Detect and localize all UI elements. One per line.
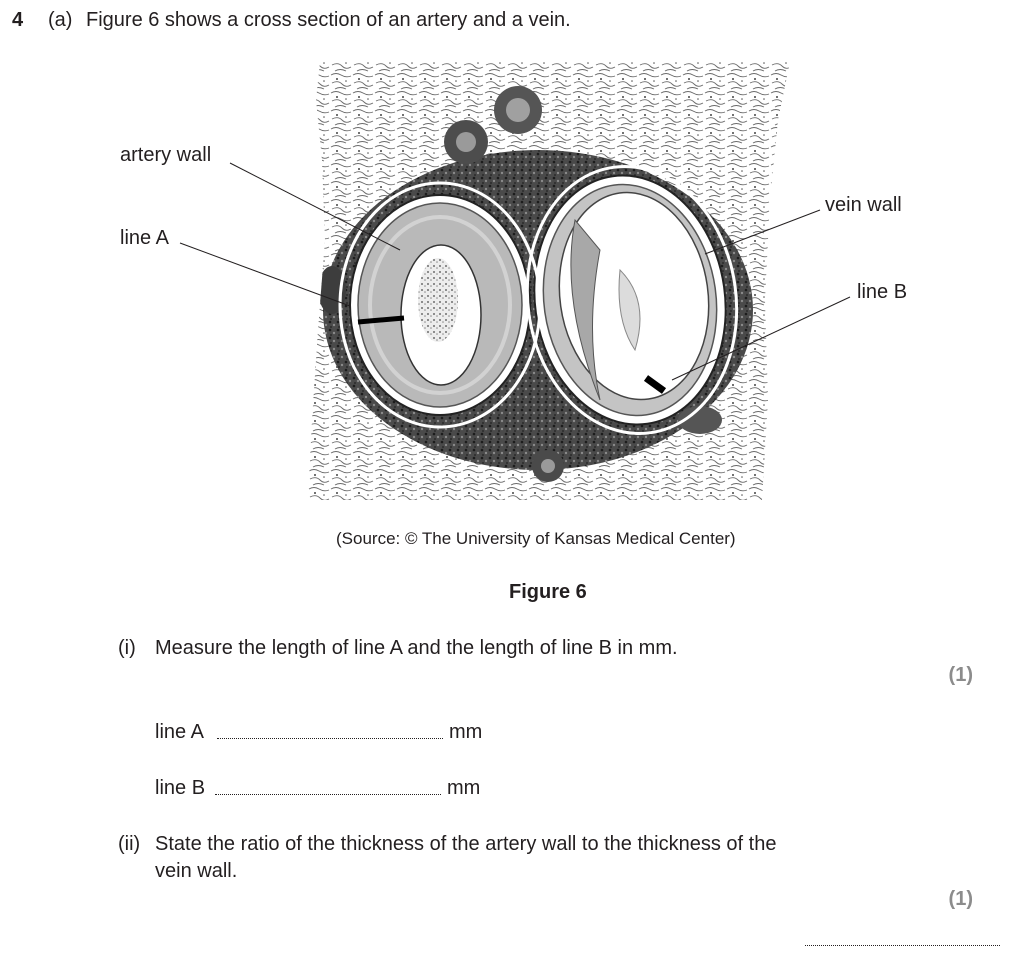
subquestion-i-marks: (1) — [948, 664, 973, 686]
line-a-leader — [179, 242, 351, 307]
artery-wall-label: artery wall — [120, 144, 212, 166]
subquestion-ii-marks: (1) — [948, 888, 973, 910]
answer-line-a-unit: mm — [449, 721, 483, 743]
line-a-mark — [357, 315, 405, 325]
subquestion-i-text: Measure the length of line A and the len… — [155, 637, 678, 659]
line-b-mark — [643, 375, 667, 394]
question-part-label: (a) — [48, 9, 73, 31]
answer-line-b-label: line B — [155, 777, 206, 799]
answer-line-b-unit: mm — [447, 777, 481, 799]
artery-vein-micrograph — [179, 62, 851, 500]
answer-line-a-label: line A — [155, 721, 204, 743]
subquestion-ii-number: (ii) — [118, 833, 141, 855]
figure-source-text: (Source: © The University of Kansas Medi… — [336, 529, 736, 548]
answer-ratio-field[interactable] — [805, 945, 1000, 946]
question-number: 4 — [12, 9, 24, 31]
figure-6: artery wall line A vein wall line B — [0, 55, 1030, 510]
line-b-label: line B — [857, 281, 908, 303]
vein-wall-label: vein wall — [825, 194, 902, 216]
artery-wall-leader — [229, 162, 401, 251]
figure-caption-text: Figure 6 — [509, 581, 587, 603]
subquestion-ii-text-line1: State the ratio of the thickness of the … — [155, 833, 777, 855]
question-intro-text: Figure 6 shows a cross section of an art… — [86, 9, 571, 31]
answer-line-a-field[interactable] — [217, 738, 443, 739]
vein-wall-leader — [704, 209, 821, 255]
subquestion-ii-text-line2: vein wall. — [155, 860, 238, 882]
line-a-label: line A — [120, 227, 169, 249]
subquestion-i-number: (i) — [118, 637, 136, 659]
answer-line-b-field[interactable] — [215, 794, 441, 795]
line-b-leader — [671, 296, 851, 381]
